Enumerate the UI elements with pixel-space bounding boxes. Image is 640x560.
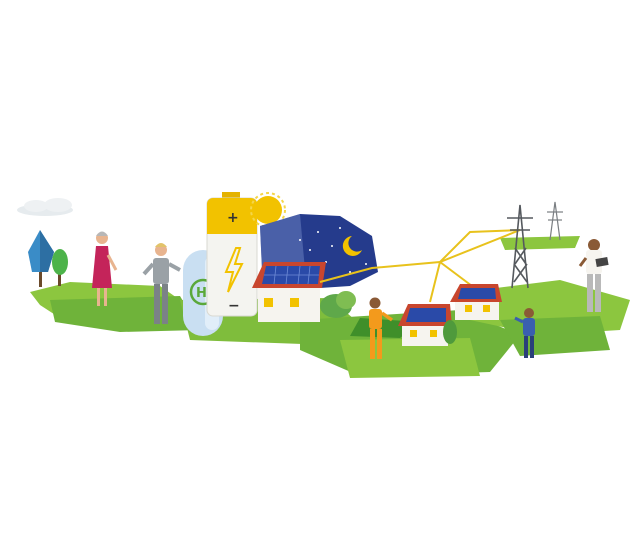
power-lines <box>319 229 521 303</box>
person-grey-suit <box>142 243 181 324</box>
person-orange-shirt <box>369 297 394 359</box>
house-main <box>252 262 326 322</box>
battery: + − <box>206 192 258 317</box>
house-right <box>450 284 502 320</box>
lightning-bolt-icon <box>224 247 244 293</box>
battery-minus-sign: − <box>228 298 240 314</box>
power-pylon-large <box>507 204 533 289</box>
person-blue-shirt <box>514 308 535 358</box>
tree-left-tall <box>28 230 54 287</box>
h2-label: H <box>196 286 207 301</box>
cloud <box>17 198 73 216</box>
battery-plus-sign: + <box>227 210 239 226</box>
moon-icon <box>342 236 362 256</box>
power-pylon-small <box>547 201 563 241</box>
small-tree <box>443 320 457 344</box>
bush <box>320 291 356 318</box>
person-woman-red-dress <box>92 231 118 306</box>
house-middle <box>398 304 452 346</box>
tree-left-small <box>52 249 68 286</box>
person-with-tablet <box>578 239 609 312</box>
